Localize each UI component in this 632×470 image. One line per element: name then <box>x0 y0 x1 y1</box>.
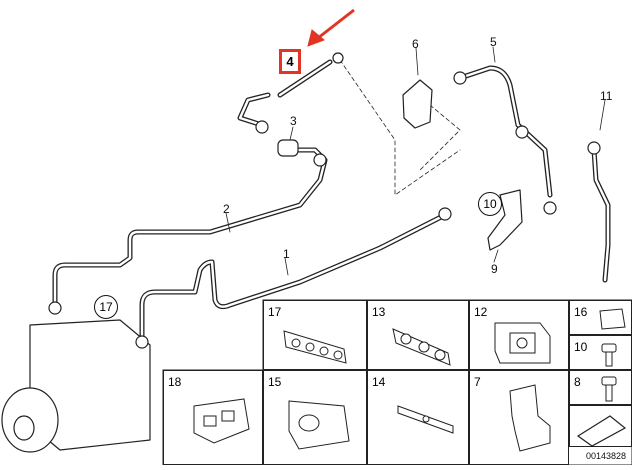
grid-cell-16-label: 16 <box>574 305 588 319</box>
brake-line-2 <box>52 147 328 308</box>
part-6-label[interactable]: 6 <box>412 37 419 51</box>
grid-cell-14[interactable]: 14 <box>367 370 469 465</box>
grid-cell-12-label: 12 <box>474 305 488 319</box>
grid-cell-12[interactable]: 12 <box>469 300 569 370</box>
grid-cell-13[interactable]: 13 <box>367 300 469 370</box>
grid-cell-17-label: 17 <box>268 305 282 319</box>
grid-cell-8[interactable]: 8 <box>569 370 632 405</box>
brake-line-1-inner <box>140 213 447 342</box>
sleeve-3 <box>277 139 299 157</box>
part-10-circled-label[interactable]: 10 <box>478 192 502 216</box>
grid-cell-17[interactable]: 17 <box>263 300 367 370</box>
grid-cell-18[interactable]: 18 <box>163 370 263 465</box>
part-5-label[interactable]: 5 <box>490 35 497 49</box>
part-1-label[interactable]: 1 <box>283 247 290 261</box>
bracket-9 <box>487 189 523 251</box>
grid-cell-15-label: 15 <box>268 375 282 389</box>
grid-cell-15[interactable]: 15 <box>263 370 367 465</box>
grid-cell-13-label: 13 <box>372 305 386 319</box>
grid-cell-7[interactable]: 7 <box>469 370 569 465</box>
grid-cell-7-label: 7 <box>474 375 481 389</box>
grid-cell-16[interactable]: 16 <box>569 300 632 335</box>
brake-line-2-inner <box>53 148 327 307</box>
brake-line-5 <box>457 65 553 198</box>
part-17-circled-label[interactable]: 17 <box>94 295 118 319</box>
grid-cell-10-label: 10 <box>574 340 588 354</box>
grid-cell-8-label: 8 <box>574 375 581 389</box>
pointer-arrow <box>307 8 355 47</box>
bracket-6 <box>402 79 433 129</box>
part-9-label[interactable]: 9 <box>491 262 498 276</box>
part-11-label[interactable]: 11 <box>600 89 613 103</box>
grid-cell-arrow <box>569 405 632 447</box>
document-number: 00143828 <box>585 451 626 461</box>
grid-cell-18-label: 18 <box>168 375 182 389</box>
grid-cell-10[interactable]: 10 <box>569 335 632 370</box>
part-2-label[interactable]: 2 <box>223 202 230 216</box>
abs-unit <box>1 319 151 453</box>
part-4-highlight-label[interactable]: 4 <box>279 49 301 74</box>
part-3-label[interactable]: 3 <box>290 114 297 128</box>
grid-cell-14-label: 14 <box>372 375 386 389</box>
